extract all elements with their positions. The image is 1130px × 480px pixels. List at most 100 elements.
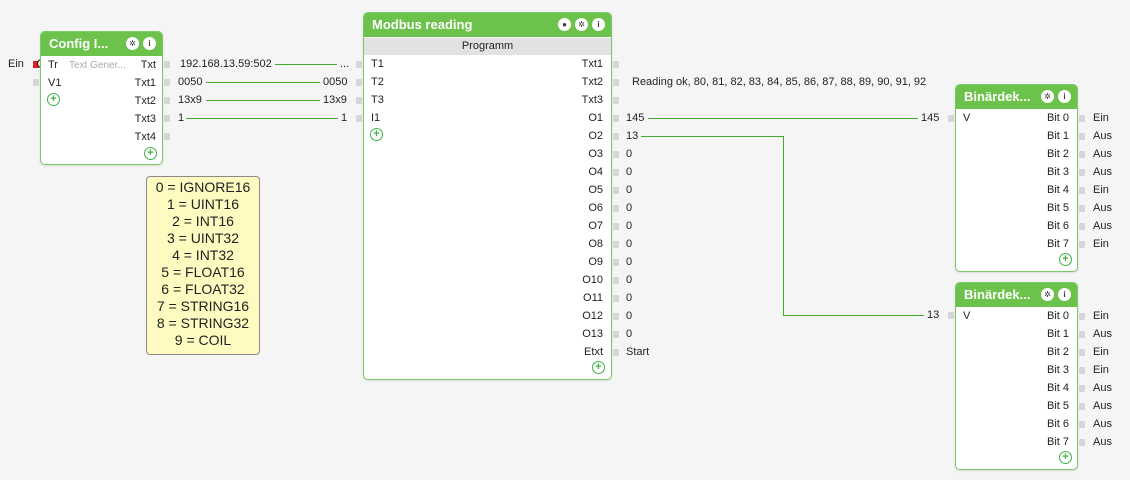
output-port-bit7[interactable] xyxy=(1079,439,1085,446)
output-port-bit7[interactable] xyxy=(1079,241,1085,248)
wire-txt2-t3[interactable] xyxy=(206,100,320,101)
config-block-header[interactable]: Config I... ✲ i xyxy=(41,32,162,56)
output-port-o6[interactable] xyxy=(613,205,619,212)
output-port-bit6[interactable] xyxy=(1079,223,1085,230)
output-port-o10[interactable] xyxy=(613,277,619,284)
add-output-icon[interactable]: + xyxy=(1059,451,1072,464)
output-port-o7[interactable] xyxy=(613,223,619,230)
wire-txt1-t2[interactable] xyxy=(206,82,320,83)
output-port-txt2[interactable] xyxy=(164,97,170,104)
output-port-o5[interactable] xyxy=(613,187,619,194)
trigger-input-port[interactable] xyxy=(33,61,39,68)
wire-o2-segment-b[interactable] xyxy=(783,136,784,316)
output-port-bit0[interactable] xyxy=(1079,115,1085,122)
output-port-txt3[interactable] xyxy=(164,115,170,122)
output-label-o3: O3 xyxy=(588,148,603,160)
binary-decoder-block-2[interactable]: Binärdek... ✲ i V Bit 0 Bit 1 Bit 2 Bit … xyxy=(955,282,1078,470)
note-line: 8 = STRING32 xyxy=(156,315,250,331)
settings-icon[interactable]: ● xyxy=(558,18,571,31)
output-port-etxt[interactable] xyxy=(613,349,619,356)
output-label-o4: O4 xyxy=(588,166,603,178)
modbus-block[interactable]: Modbus reading ● ✲ i Programm T1 T2 T3 I… xyxy=(363,12,612,380)
output-port-o8[interactable] xyxy=(613,241,619,248)
output-port-o1[interactable] xyxy=(613,115,619,122)
modbus-block-header[interactable]: Modbus reading ● ✲ i xyxy=(364,13,611,37)
wire-o1-v[interactable] xyxy=(648,118,918,119)
wire-txt3-i1[interactable] xyxy=(186,118,338,119)
add-input-icon[interactable]: + xyxy=(370,128,383,141)
output-label-bit4: Bit 4 xyxy=(1046,382,1069,394)
output-port-bit0[interactable] xyxy=(1079,313,1085,320)
add-input-icon[interactable]: + xyxy=(47,93,60,106)
info-icon[interactable]: i xyxy=(1058,288,1071,301)
output-port-o4[interactable] xyxy=(613,169,619,176)
output-port-txt2[interactable] xyxy=(613,79,619,86)
output-port-bit2[interactable] xyxy=(1079,349,1085,356)
gear-icon[interactable]: ✲ xyxy=(1041,90,1054,103)
output-port-bit3[interactable] xyxy=(1079,367,1085,374)
output-port-bit5[interactable] xyxy=(1079,403,1085,410)
input-port-t2[interactable] xyxy=(356,79,362,86)
output-port-o2[interactable] xyxy=(613,133,619,140)
add-output-icon[interactable]: + xyxy=(144,147,157,160)
output-label-o10: O10 xyxy=(582,274,603,286)
gear-icon[interactable]: ✲ xyxy=(1041,288,1054,301)
wire-value-t1-end: ... xyxy=(340,58,350,70)
input-port-t3[interactable] xyxy=(356,97,362,104)
output-label-o1: O1 xyxy=(588,112,603,124)
output-port-bit1[interactable] xyxy=(1079,331,1085,338)
note-line: 4 = INT32 xyxy=(172,247,234,263)
output-port-txt4[interactable] xyxy=(164,133,170,140)
output-value-o12: 0 xyxy=(626,310,633,322)
info-icon[interactable]: i xyxy=(143,37,156,50)
input-port-v[interactable] xyxy=(948,312,954,319)
output-port-o3[interactable] xyxy=(613,151,619,158)
output-label-o11: O11 xyxy=(583,292,603,304)
output-port-o11[interactable] xyxy=(613,295,619,302)
output-label-o7: O7 xyxy=(588,220,603,232)
wire-o2-segment-c[interactable] xyxy=(783,315,924,316)
gear-icon[interactable]: ✲ xyxy=(126,37,139,50)
output-port-bit2[interactable] xyxy=(1079,151,1085,158)
output-port-bit3[interactable] xyxy=(1079,169,1085,176)
config-block[interactable]: Config I... ✲ i Tr Text Gener... V1 + Tx… xyxy=(40,31,163,165)
output-port-bit1[interactable] xyxy=(1079,133,1085,140)
binary-decoder-1-header[interactable]: Binärdek... ✲ i xyxy=(956,85,1077,109)
wire-o2-segment-a[interactable] xyxy=(641,136,783,137)
output-port-o12[interactable] xyxy=(613,313,619,320)
output-port-bit4[interactable] xyxy=(1079,385,1085,392)
output-port-txt[interactable] xyxy=(164,61,170,68)
output-value-bit5: Aus xyxy=(1093,202,1112,214)
output-port-bit5[interactable] xyxy=(1079,205,1085,212)
wire-txt-t1[interactable] xyxy=(275,64,337,65)
output-label-bit6: Bit 6 xyxy=(1046,220,1069,232)
output-port-bit4[interactable] xyxy=(1079,187,1085,194)
output-port-bit6[interactable] xyxy=(1079,421,1085,428)
add-output-icon[interactable]: + xyxy=(1059,253,1072,266)
wire-value-v1-end: 145 xyxy=(921,112,940,124)
info-icon[interactable]: i xyxy=(1058,90,1071,103)
output-label-bit0: Bit 0 xyxy=(1046,112,1069,124)
input-port-t1[interactable] xyxy=(356,61,362,68)
binary-decoder-block-1[interactable]: Binärdek... ✲ i V Bit 0 Bit 1 Bit 2 Bit … xyxy=(955,84,1078,272)
info-icon[interactable]: i xyxy=(592,18,605,31)
input-port-i1[interactable] xyxy=(356,115,362,122)
input-port-v1[interactable] xyxy=(33,79,39,86)
output-port-txt1[interactable] xyxy=(613,61,619,68)
note-line: 1 = UINT16 xyxy=(167,196,239,212)
output-port-o9[interactable] xyxy=(613,259,619,266)
binary-decoder-2-header[interactable]: Binärdek... ✲ i xyxy=(956,283,1077,307)
output-label-bit6: Bit 6 xyxy=(1046,418,1069,430)
output-port-txt1[interactable] xyxy=(164,79,170,86)
wire-value-t3-end: 13x9 xyxy=(323,94,347,106)
gear-icon[interactable]: ✲ xyxy=(575,18,588,31)
datatype-note[interactable]: 0 = IGNORE16 1 = UINT16 2 = INT16 3 = UI… xyxy=(146,176,260,355)
output-value-bit7: Ein xyxy=(1093,238,1109,250)
output-port-o13[interactable] xyxy=(613,331,619,338)
input-port-v[interactable] xyxy=(948,115,954,122)
input-label-v1: V1 xyxy=(48,77,62,89)
output-port-txt3[interactable] xyxy=(613,97,619,104)
add-output-icon[interactable]: + xyxy=(592,361,605,374)
output-label-txt1: Txt1 xyxy=(581,58,603,70)
output-label-o8: O8 xyxy=(588,238,603,250)
